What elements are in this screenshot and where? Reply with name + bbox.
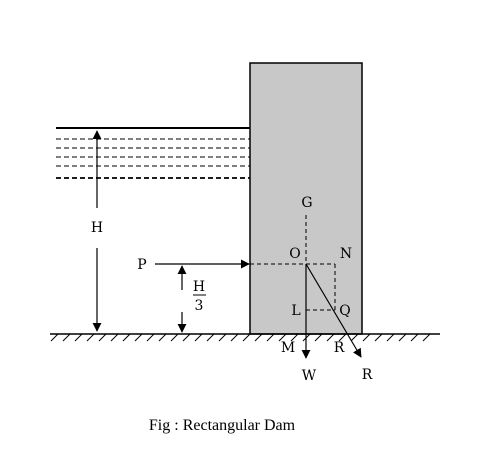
label-W: W <box>302 368 317 384</box>
label-M: M <box>281 340 295 356</box>
label-N: N <box>340 246 352 262</box>
water-lines <box>56 138 250 179</box>
label-Q: Q <box>339 303 350 319</box>
figure-caption: Fig : Rectangular Dam <box>149 417 296 434</box>
resultant-arrow <box>305 263 362 358</box>
label-R-base: R <box>334 340 345 356</box>
h3-denominator: 3 <box>195 298 204 314</box>
pressure-label: P <box>137 257 146 273</box>
label-G: G <box>301 195 312 211</box>
ground-hatching <box>50 333 431 342</box>
label-R-end: R <box>362 367 373 383</box>
h3-numerator: H <box>193 279 205 295</box>
label-L: L <box>291 303 300 319</box>
label-O: O <box>289 246 300 262</box>
height-label: H <box>91 220 103 236</box>
